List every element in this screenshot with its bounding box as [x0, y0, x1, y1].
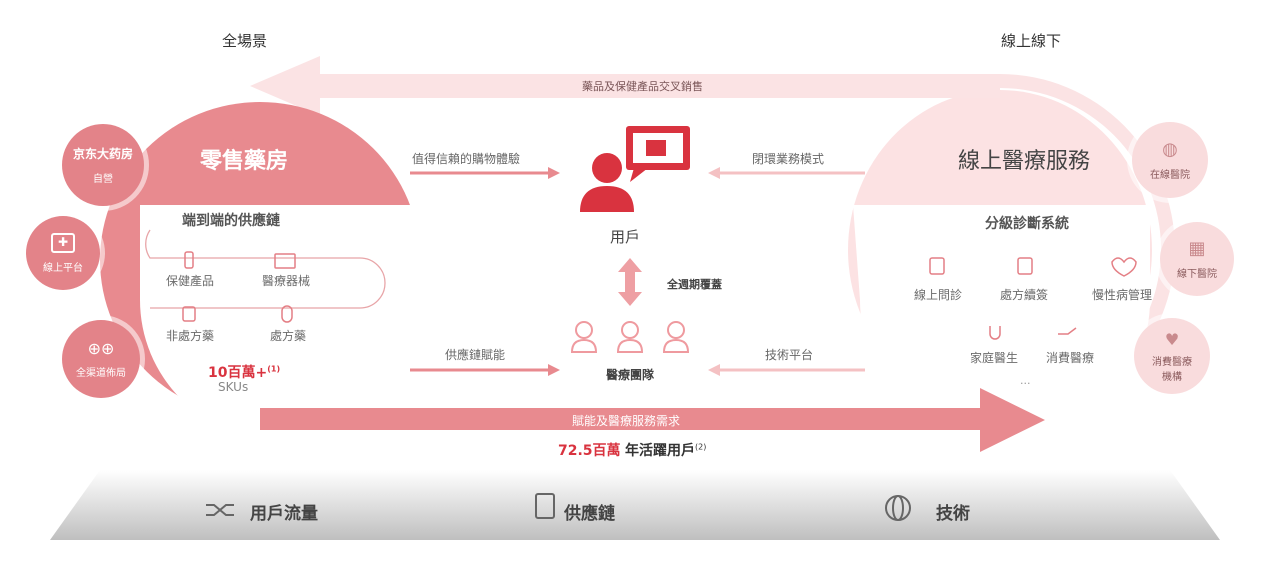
top-arrow [250, 56, 1000, 116]
consumer-medical-circle: ♥ 消費醫療機構 [1134, 318, 1210, 394]
item-family-doctor: 家庭醫生 [970, 351, 1019, 365]
active-users: 72.5百萬 年活躍用戶(2) [558, 442, 707, 459]
hospital-icon: ▦ [1188, 238, 1206, 259]
top-arrow-label: 藥品及保健產品交叉銷售 [582, 80, 703, 93]
first-aid-icon: ✚ [51, 232, 75, 253]
right-panel-title: 線上醫療服務 [958, 149, 1091, 174]
left-inner-white [140, 205, 420, 440]
globe-icon: ◍ [1162, 139, 1178, 160]
pillar-traffic: 用戶流量 [250, 504, 318, 524]
online-platform-label: 線上平台 [43, 262, 83, 274]
offline-hospital-label: 線下醫院 [1177, 269, 1217, 280]
item-rx-drugs: 處方藥 [270, 329, 307, 343]
bottom-arrow-label: 賦能及醫療服務需求 [572, 414, 681, 428]
pillar-supply-chain: 供應鏈 [564, 504, 615, 524]
right-inner-white [853, 205, 1150, 445]
closed-loop-label: 閉環業務模式 [752, 152, 825, 166]
skus-value: 10百萬+(1) [208, 364, 281, 381]
diagnosis-system-title: 分級診斷系統 [985, 216, 1069, 232]
more-ellipsis: ... [1020, 374, 1031, 387]
online-hospital-label: 在線醫院 [1150, 170, 1190, 181]
jd-pharmacy-circle: 京东大药房 自營 [62, 124, 144, 206]
pillar-technology: 技術 [936, 504, 970, 524]
omnichannel-label: 全渠道佈局 [76, 368, 126, 379]
header-left: 全場景 [222, 32, 268, 50]
item-otc-drugs: 非處方藥 [166, 329, 215, 343]
supply-chain-title: 端到端的供應鏈 [182, 213, 280, 229]
tech-platform-label: 技術平台 [765, 348, 814, 362]
header-right: 線上線下 [1001, 32, 1062, 50]
item-consumer-medical: 消費醫療 [1046, 351, 1095, 365]
pillar-band [50, 470, 1220, 540]
trusted-shopping-label: 值得信賴的購物體驗 [412, 152, 521, 166]
online-platform-circle: ✚ 線上平台 [26, 216, 100, 290]
skus-unit: SKUs [218, 380, 249, 394]
brand-logo: 京东大药房 [72, 147, 133, 161]
online-hospital-circle: ◍ 在線醫院 [1132, 122, 1208, 198]
item-chronic-mgmt: 慢性病管理 [1092, 288, 1153, 302]
bottom-arrow [260, 388, 1045, 452]
item-online-consult: 線上問診 [914, 288, 963, 302]
medical-team-label: 醫療團隊 [606, 368, 655, 382]
item-rx-renewal: 處方續簽 [1000, 288, 1049, 302]
omnichannel-circle: ⊕⊕ 全渠道佈局 [62, 320, 140, 398]
lifecycle-label: 全週期覆蓋 [667, 278, 722, 291]
user-label: 用戶 [610, 228, 641, 246]
item-health-products: 保健產品 [166, 274, 215, 288]
consumer-medical-inst-label: 消費醫療機構 [1152, 356, 1192, 383]
heart-hands-icon: ♥ [1164, 329, 1180, 349]
offline-hospital-circle: ▦ 線下醫院 [1160, 222, 1234, 296]
motorbike-icon: ⊕⊕ [87, 339, 115, 358]
self-run-label: 自營 [93, 174, 113, 185]
left-panel-title: 零售藥房 [200, 149, 289, 174]
supply-chain-empower-label: 供應鏈賦能 [445, 348, 506, 362]
item-medical-devices: 醫療器械 [262, 274, 311, 288]
